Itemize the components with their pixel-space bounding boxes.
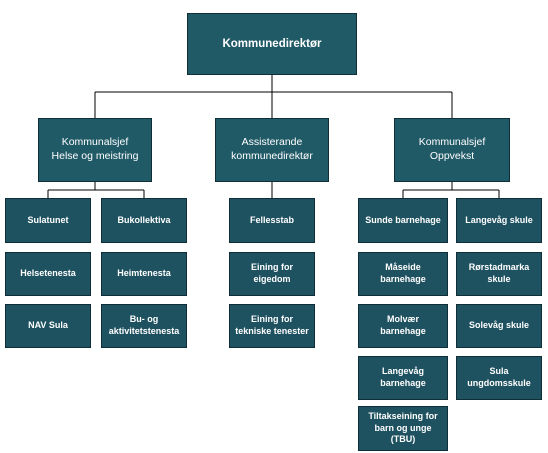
tbu-box: Tiltakseining for barn og unge (TBU) [358,406,448,451]
bukollektiva-box: Bukollektiva [101,198,187,243]
bu-og-aktivitetstenesta-box: Bu- og aktivitetstenesta [101,304,187,348]
langevag-barnehage-box: Langevåg barnehage [358,356,448,400]
kommunalsjef-oppvekst-box: Kommunalsjef Oppvekst [394,118,510,182]
heimtenesta-box: Heimtenesta [101,252,187,296]
langevag-skule-box: Langevåg skule [456,198,542,243]
kommunedirektor-box: Kommunedirektør [187,13,357,75]
helsetenesta-box: Helsetenesta [5,252,91,296]
rorstadmarka-skule-box: Rørstadmarka skule [456,252,542,296]
sunde-barnehage-box: Sunde barnehage [358,198,448,243]
eining-for-tekniske-tenester-box: Eining for tekniske tenester [229,304,315,348]
nav-sula-box: NAV Sula [5,304,91,348]
sulatunet-box: Sulatunet [5,198,91,243]
maseide-barnehage-box: Måseide barnehage [358,252,448,296]
eining-for-eigedom-box: Eining for eigedom [229,252,315,296]
kommunalsjef-helse-box: Kommunalsjef Helse og meistring [38,118,152,182]
fellesstab-box: Fellesstab [229,198,315,243]
solevag-skule-box: Solevåg skule [456,304,542,348]
assisterande-kommunedirektor-box: Assisterande kommunedirektør [215,118,329,182]
molvaer-barnehage-box: Molvær barnehage [358,304,448,348]
sula-ungdomsskule-box: Sula ungdomsskule [456,356,542,400]
